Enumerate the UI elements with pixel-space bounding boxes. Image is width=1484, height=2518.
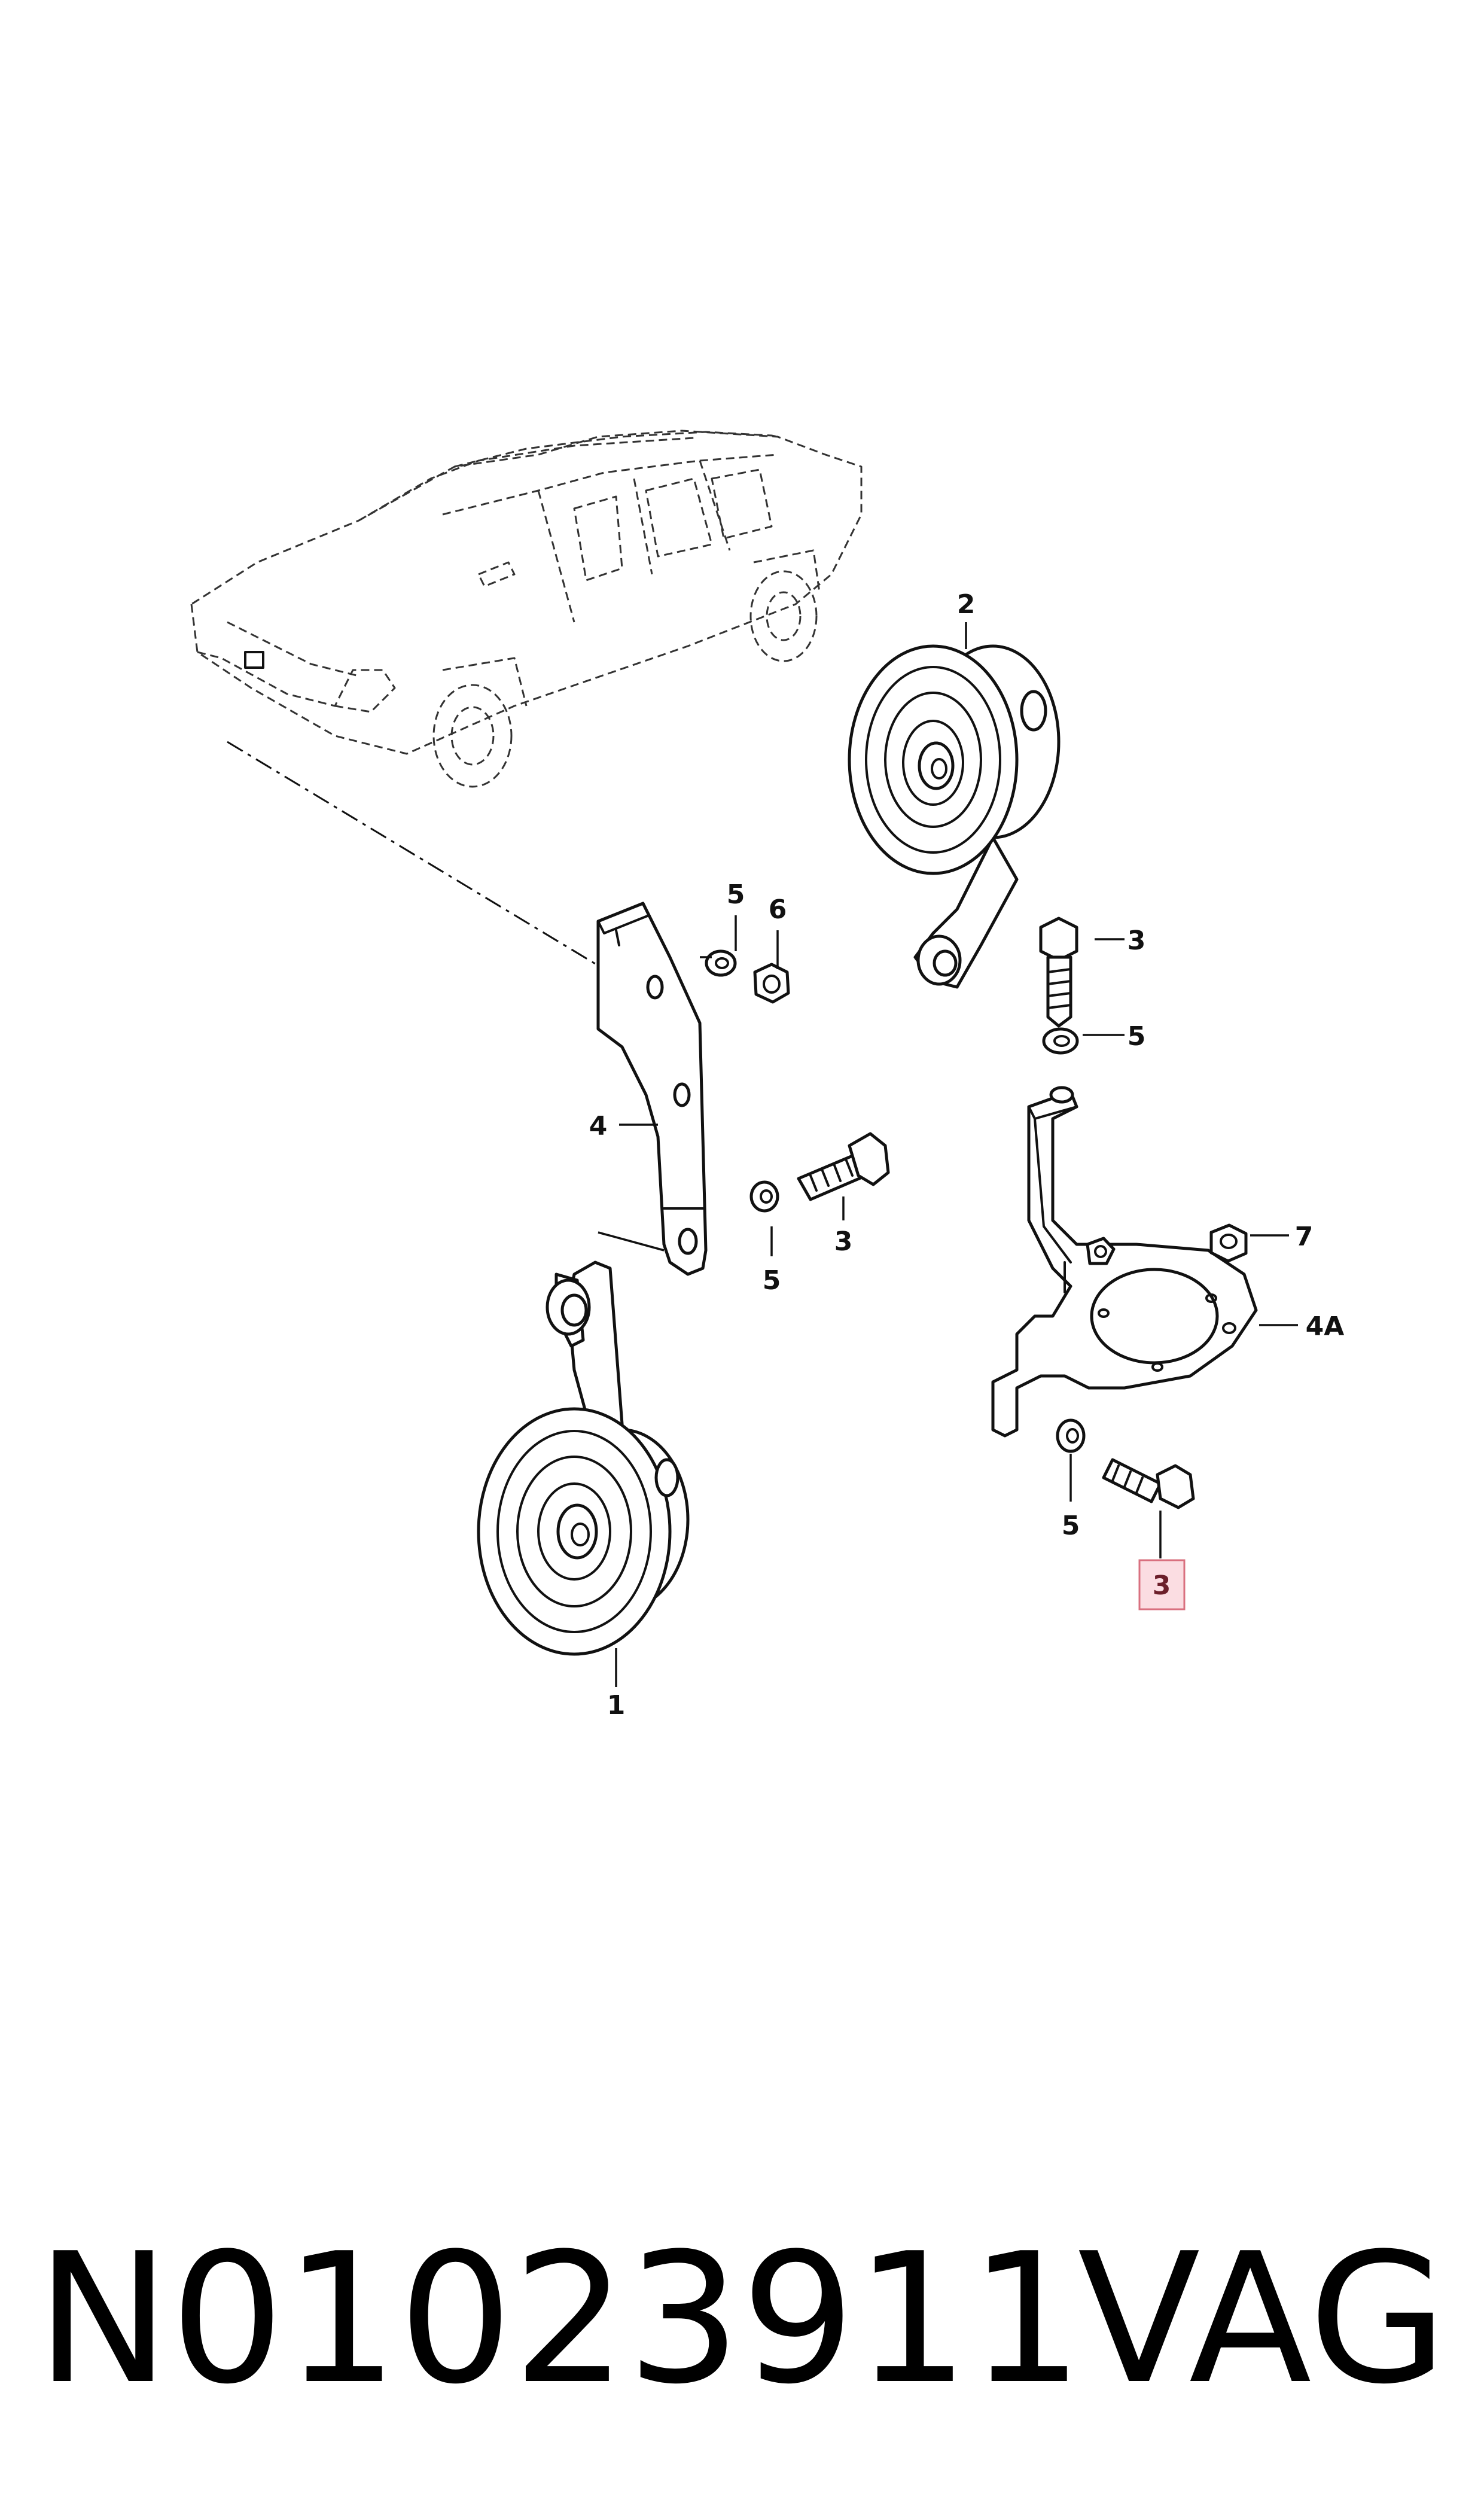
leader-lines (598, 622, 1298, 1687)
brand-caption: VAG (1078, 2215, 1448, 2423)
callout-bracket-4: 4 (589, 1111, 608, 1141)
highlighted-callout-bolt-3[interactable]: 3 (1138, 1559, 1186, 1610)
bracket-4-part (596, 902, 708, 1276)
horn-1-part (477, 1260, 690, 1656)
callout-nut-6: 6 (769, 894, 787, 925)
nut-7-part (1209, 1223, 1248, 1263)
washer-5-part-upper-right (1042, 1027, 1079, 1055)
bracket-4a-part (991, 1086, 1258, 1438)
callout-horn-2: 2 (957, 589, 976, 620)
callout-bolt-3-upper-right: 3 (1128, 925, 1146, 956)
part-number-caption: N01023911 (36, 2215, 1083, 2423)
callout-horn-1: 1 (607, 1690, 626, 1721)
car-outline-illustration (190, 430, 863, 970)
bolt-3-part-middle (797, 1132, 890, 1201)
nut-6-part (753, 963, 790, 1004)
bolt-3-part-upper-right (1039, 917, 1078, 1028)
callout-washer-5-upper-right: 5 (1128, 1021, 1146, 1052)
washer-5-part-top-left (705, 949, 737, 977)
callout-bolt-3-lower: 3 (1153, 1570, 1171, 1601)
callout-bolt-3-middle: 3 (834, 1226, 853, 1257)
bolt-3-part-lower (1102, 1458, 1195, 1509)
callout-washer-5-lower-right: 5 (1062, 1511, 1080, 1541)
callout-nut-7: 7 (1295, 1222, 1314, 1252)
callout-washer-5-top-left: 5 (727, 879, 745, 910)
callout-washer-5-middle: 5 (763, 1265, 781, 1296)
washer-5-part-middle (749, 1180, 779, 1213)
horn-2-part (848, 644, 1061, 989)
callout-bracket-4a: 4A (1306, 1311, 1345, 1342)
washer-5-part-lower-right (1056, 1418, 1086, 1453)
